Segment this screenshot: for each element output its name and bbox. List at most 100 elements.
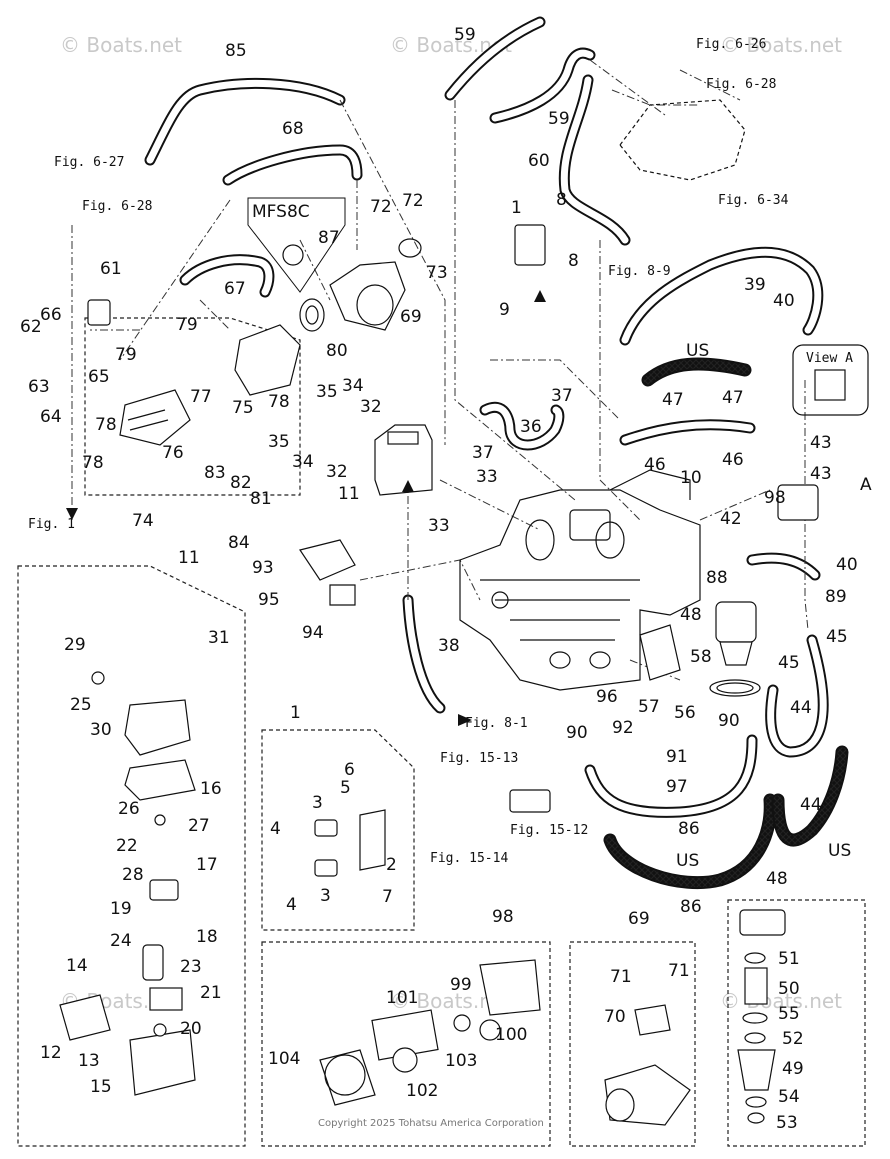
part-number-18[interactable]: 18	[196, 927, 218, 947]
part-number-38[interactable]: 38	[438, 636, 460, 656]
part-number-1[interactable]: 1	[511, 198, 522, 218]
part-number-11[interactable]: 11	[178, 548, 200, 568]
part-number-2[interactable]: 2	[386, 855, 397, 875]
ref-fig-6-28[interactable]: Fig. 6-28	[706, 77, 776, 92]
part-number-81[interactable]: 81	[250, 489, 272, 509]
part-number-8[interactable]: 8	[556, 190, 567, 210]
part-number-35[interactable]: 35	[268, 432, 290, 452]
ref-fig-6-26[interactable]: Fig. 6-26	[696, 37, 766, 52]
part-number-84[interactable]: 84	[228, 533, 250, 553]
part-number-16[interactable]: 16	[200, 779, 222, 799]
ref-fig-8-1[interactable]: Fig. 8-1	[465, 716, 528, 731]
part-number-71[interactable]: 71	[610, 967, 632, 987]
part-number-10[interactable]: 10	[680, 468, 702, 488]
part-number-61[interactable]: 61	[100, 259, 122, 279]
part-number-24[interactable]: 24	[110, 931, 132, 951]
part-number-45[interactable]: 45	[826, 627, 848, 647]
part-number-86[interactable]: 86	[680, 897, 702, 917]
part-number-4[interactable]: 4	[270, 819, 281, 839]
part-number-100[interactable]: 100	[495, 1025, 527, 1045]
part-number-76[interactable]: 76	[162, 443, 184, 463]
part-number-51[interactable]: 51	[778, 949, 800, 969]
part-number-72[interactable]: 72	[402, 191, 424, 211]
part-number-95[interactable]: 95	[258, 590, 280, 610]
ref-fig-1[interactable]: Fig. 1	[28, 517, 75, 532]
part-number-25[interactable]: 25	[70, 695, 92, 715]
part-number-20[interactable]: 20	[180, 1019, 202, 1039]
part-number-9[interactable]: 9	[499, 300, 510, 320]
ref-fig-8-9[interactable]: Fig. 8-9	[608, 264, 671, 279]
part-number-32[interactable]: 32	[326, 462, 348, 482]
part-number-101[interactable]: 101	[386, 988, 418, 1008]
part-number-54[interactable]: 54	[778, 1087, 800, 1107]
part-number-98[interactable]: 98	[492, 907, 514, 927]
ref-fig-15-12[interactable]: Fig. 15-12	[510, 823, 588, 838]
part-number-46[interactable]: 46	[644, 455, 666, 475]
part-number-91[interactable]: 91	[666, 747, 688, 767]
part-number-15[interactable]: 15	[90, 1077, 112, 1097]
part-number-69[interactable]: 69	[628, 909, 650, 929]
part-number-67[interactable]: 67	[224, 279, 246, 299]
part-number-53[interactable]: 53	[776, 1113, 798, 1133]
part-number-80[interactable]: 80	[326, 341, 348, 361]
part-number-82[interactable]: 82	[230, 473, 252, 493]
ref-fig-15-14[interactable]: Fig. 15-14	[430, 851, 508, 866]
part-number-28[interactable]: 28	[122, 865, 144, 885]
part-number-71[interactable]: 71	[668, 961, 690, 981]
part-number-93[interactable]: 93	[252, 558, 274, 578]
part-number-52[interactable]: 52	[782, 1029, 804, 1049]
part-number-55[interactable]: 55	[778, 1004, 800, 1024]
part-number-49[interactable]: 49	[782, 1059, 804, 1079]
part-number-50[interactable]: 50	[778, 979, 800, 999]
part-number-70[interactable]: 70	[604, 1007, 626, 1027]
part-number-102[interactable]: 102	[406, 1081, 438, 1101]
part-number-46[interactable]: 46	[722, 450, 744, 470]
part-number-57[interactable]: 57	[638, 697, 660, 717]
part-number-7[interactable]: 7	[382, 887, 393, 907]
part-number-63[interactable]: 63	[28, 377, 50, 397]
part-number-59[interactable]: 59	[454, 25, 476, 45]
part-number-14[interactable]: 14	[66, 956, 88, 976]
part-number-29[interactable]: 29	[64, 635, 86, 655]
part-number-5[interactable]: 5	[340, 778, 351, 798]
part-number-85[interactable]: 85	[225, 41, 247, 61]
part-number-62[interactable]: 62	[20, 317, 42, 337]
part-number-30[interactable]: 30	[90, 720, 112, 740]
part-number-60[interactable]: 60	[528, 151, 550, 171]
part-number-75[interactable]: 75	[232, 398, 254, 418]
part-number-78[interactable]: 78	[95, 415, 117, 435]
part-number-31[interactable]: 31	[208, 628, 230, 648]
part-number-48[interactable]: 48	[680, 605, 702, 625]
part-number-43[interactable]: 43	[810, 464, 832, 484]
part-number-40[interactable]: 40	[836, 555, 858, 575]
part-number-33[interactable]: 33	[476, 467, 498, 487]
part-number-13[interactable]: 13	[78, 1051, 100, 1071]
part-number-72[interactable]: 72	[370, 197, 392, 217]
ref-fig-6-34[interactable]: Fig. 6-34	[718, 193, 789, 208]
part-number-32[interactable]: 32	[360, 397, 382, 417]
part-number-21[interactable]: 21	[200, 983, 222, 1003]
part-number-66[interactable]: 66	[40, 305, 62, 325]
part-number-103[interactable]: 103	[445, 1051, 477, 1071]
part-number-39[interactable]: 39	[744, 275, 766, 295]
part-number-27[interactable]: 27	[188, 816, 210, 836]
part-number-22[interactable]: 22	[116, 836, 138, 856]
part-number-89[interactable]: 89	[825, 587, 847, 607]
ref-fig-6-28-left[interactable]: Fig. 6-28	[82, 199, 152, 214]
part-number-77[interactable]: 77	[190, 387, 212, 407]
part-number-99[interactable]: 99	[450, 975, 472, 995]
part-number-104[interactable]: 104	[268, 1049, 300, 1069]
part-number-65[interactable]: 65	[88, 367, 110, 387]
part-number-42[interactable]: 42	[720, 509, 742, 529]
part-number-79[interactable]: 79	[115, 345, 137, 365]
part-number-8[interactable]: 8	[568, 251, 579, 271]
part-number-47[interactable]: 47	[662, 390, 684, 410]
part-number-23[interactable]: 23	[180, 957, 202, 977]
part-number-92[interactable]: 92	[612, 718, 634, 738]
part-number-35[interactable]: 35	[316, 382, 338, 402]
part-number-83[interactable]: 83	[204, 463, 226, 483]
part-number-17[interactable]: 17	[196, 855, 218, 875]
part-number-87[interactable]: 87	[318, 228, 340, 248]
part-number-12[interactable]: 12	[40, 1043, 62, 1063]
part-number-78[interactable]: 78	[82, 453, 104, 473]
